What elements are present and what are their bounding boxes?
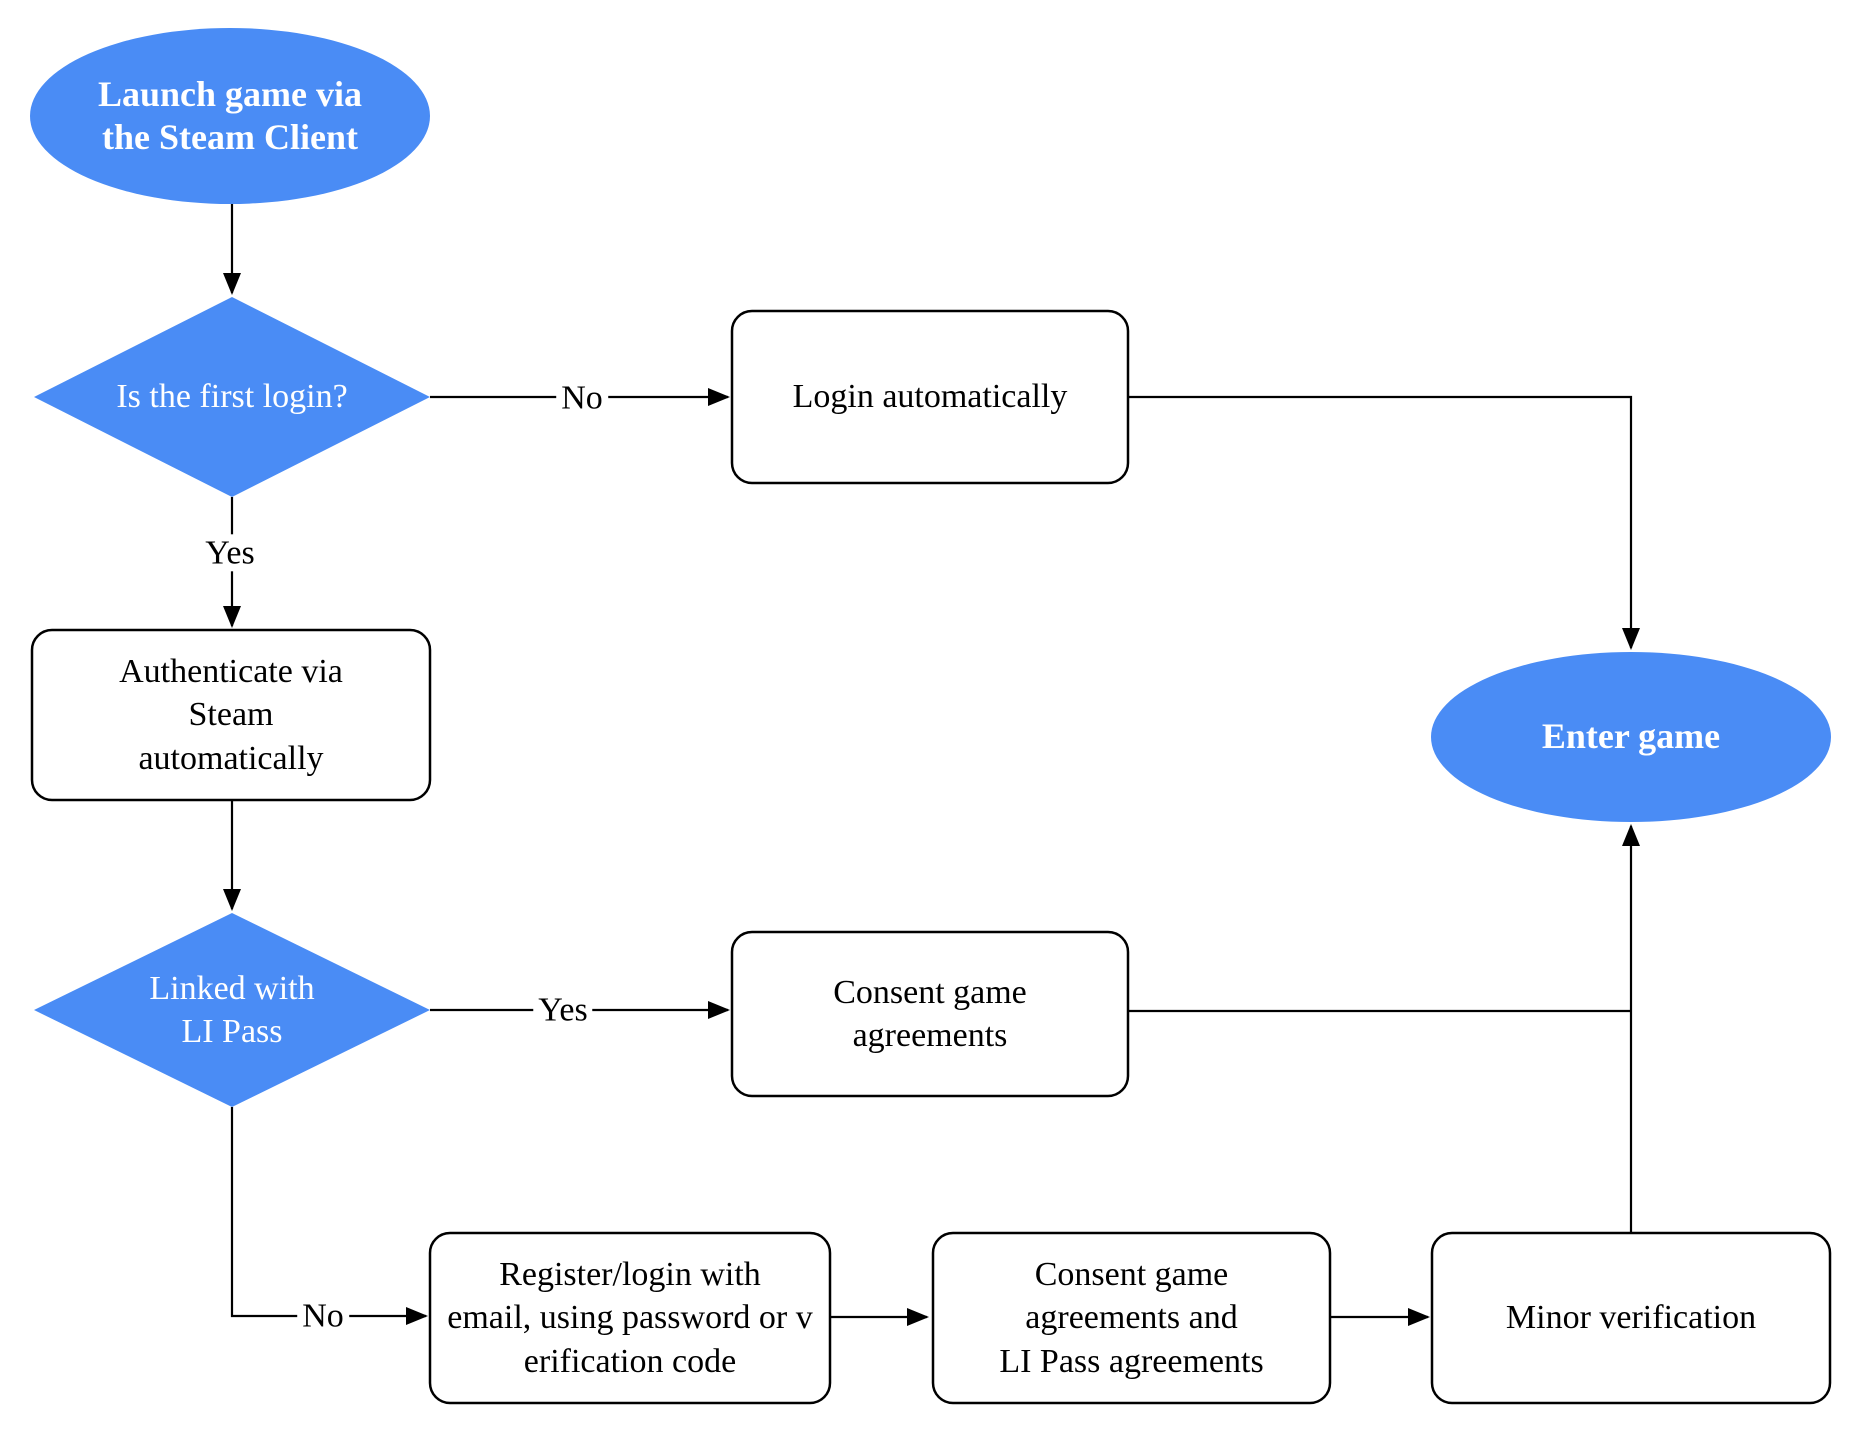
linked-li-pass-diamond bbox=[34, 913, 430, 1107]
minor-verification-box bbox=[1430, 1231, 1832, 1405]
auth-steam-box bbox=[30, 628, 432, 802]
first-login-diamond bbox=[34, 297, 430, 497]
consent-li-pass-box bbox=[931, 1231, 1332, 1405]
start-ellipse bbox=[30, 28, 430, 204]
edge-linked-no bbox=[230, 1107, 428, 1325]
enter-game-ellipse bbox=[1431, 652, 1831, 822]
login-auto-box bbox=[730, 309, 1130, 485]
edge-login-auto-to-enter-game bbox=[1128, 395, 1640, 650]
register-login-box bbox=[428, 1231, 832, 1405]
consent-game-box bbox=[730, 930, 1130, 1098]
